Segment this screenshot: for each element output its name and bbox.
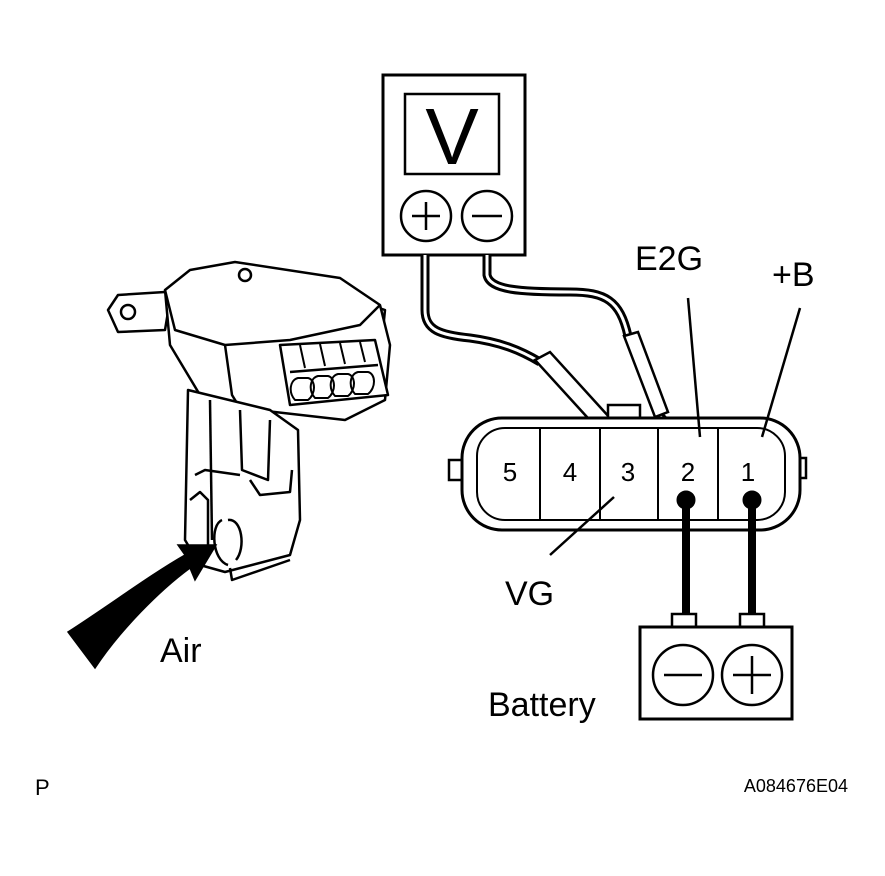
plus-b-label: +B bbox=[772, 256, 815, 294]
airflow-arrow-icon bbox=[66, 544, 218, 670]
sensor-connector: 5 4 3 2 1 bbox=[447, 403, 808, 532]
e2g-label: E2G bbox=[635, 240, 703, 278]
air-label: Air bbox=[160, 632, 202, 670]
battery-label: Battery bbox=[488, 686, 596, 724]
voltmeter-display bbox=[403, 92, 501, 176]
pin-1-label: 1 bbox=[741, 457, 755, 487]
voltmeter: V bbox=[381, 73, 527, 257]
battery-wires bbox=[676, 490, 762, 622]
air-flow-meter-illustration bbox=[106, 260, 392, 582]
voltmeter-minus-terminal-icon bbox=[460, 189, 514, 243]
footer-left-code: P bbox=[35, 775, 50, 800]
voltmeter-plus-terminal-icon bbox=[399, 189, 453, 243]
battery-plus-terminal-icon bbox=[720, 643, 784, 707]
pin-3-label: 3 bbox=[621, 457, 635, 487]
vg-label: VG bbox=[505, 575, 554, 613]
battery bbox=[638, 612, 794, 721]
pin-5-label: 5 bbox=[503, 457, 517, 487]
voltmeter-symbol: V bbox=[425, 92, 479, 181]
figure-code: A084676E04 bbox=[744, 776, 848, 796]
voltmeter-leads bbox=[420, 255, 690, 448]
pin-2-label: 2 bbox=[681, 457, 695, 487]
pin-4-label: 4 bbox=[563, 457, 577, 487]
battery-minus-terminal-icon bbox=[651, 643, 715, 707]
leader-lines bbox=[549, 297, 802, 556]
